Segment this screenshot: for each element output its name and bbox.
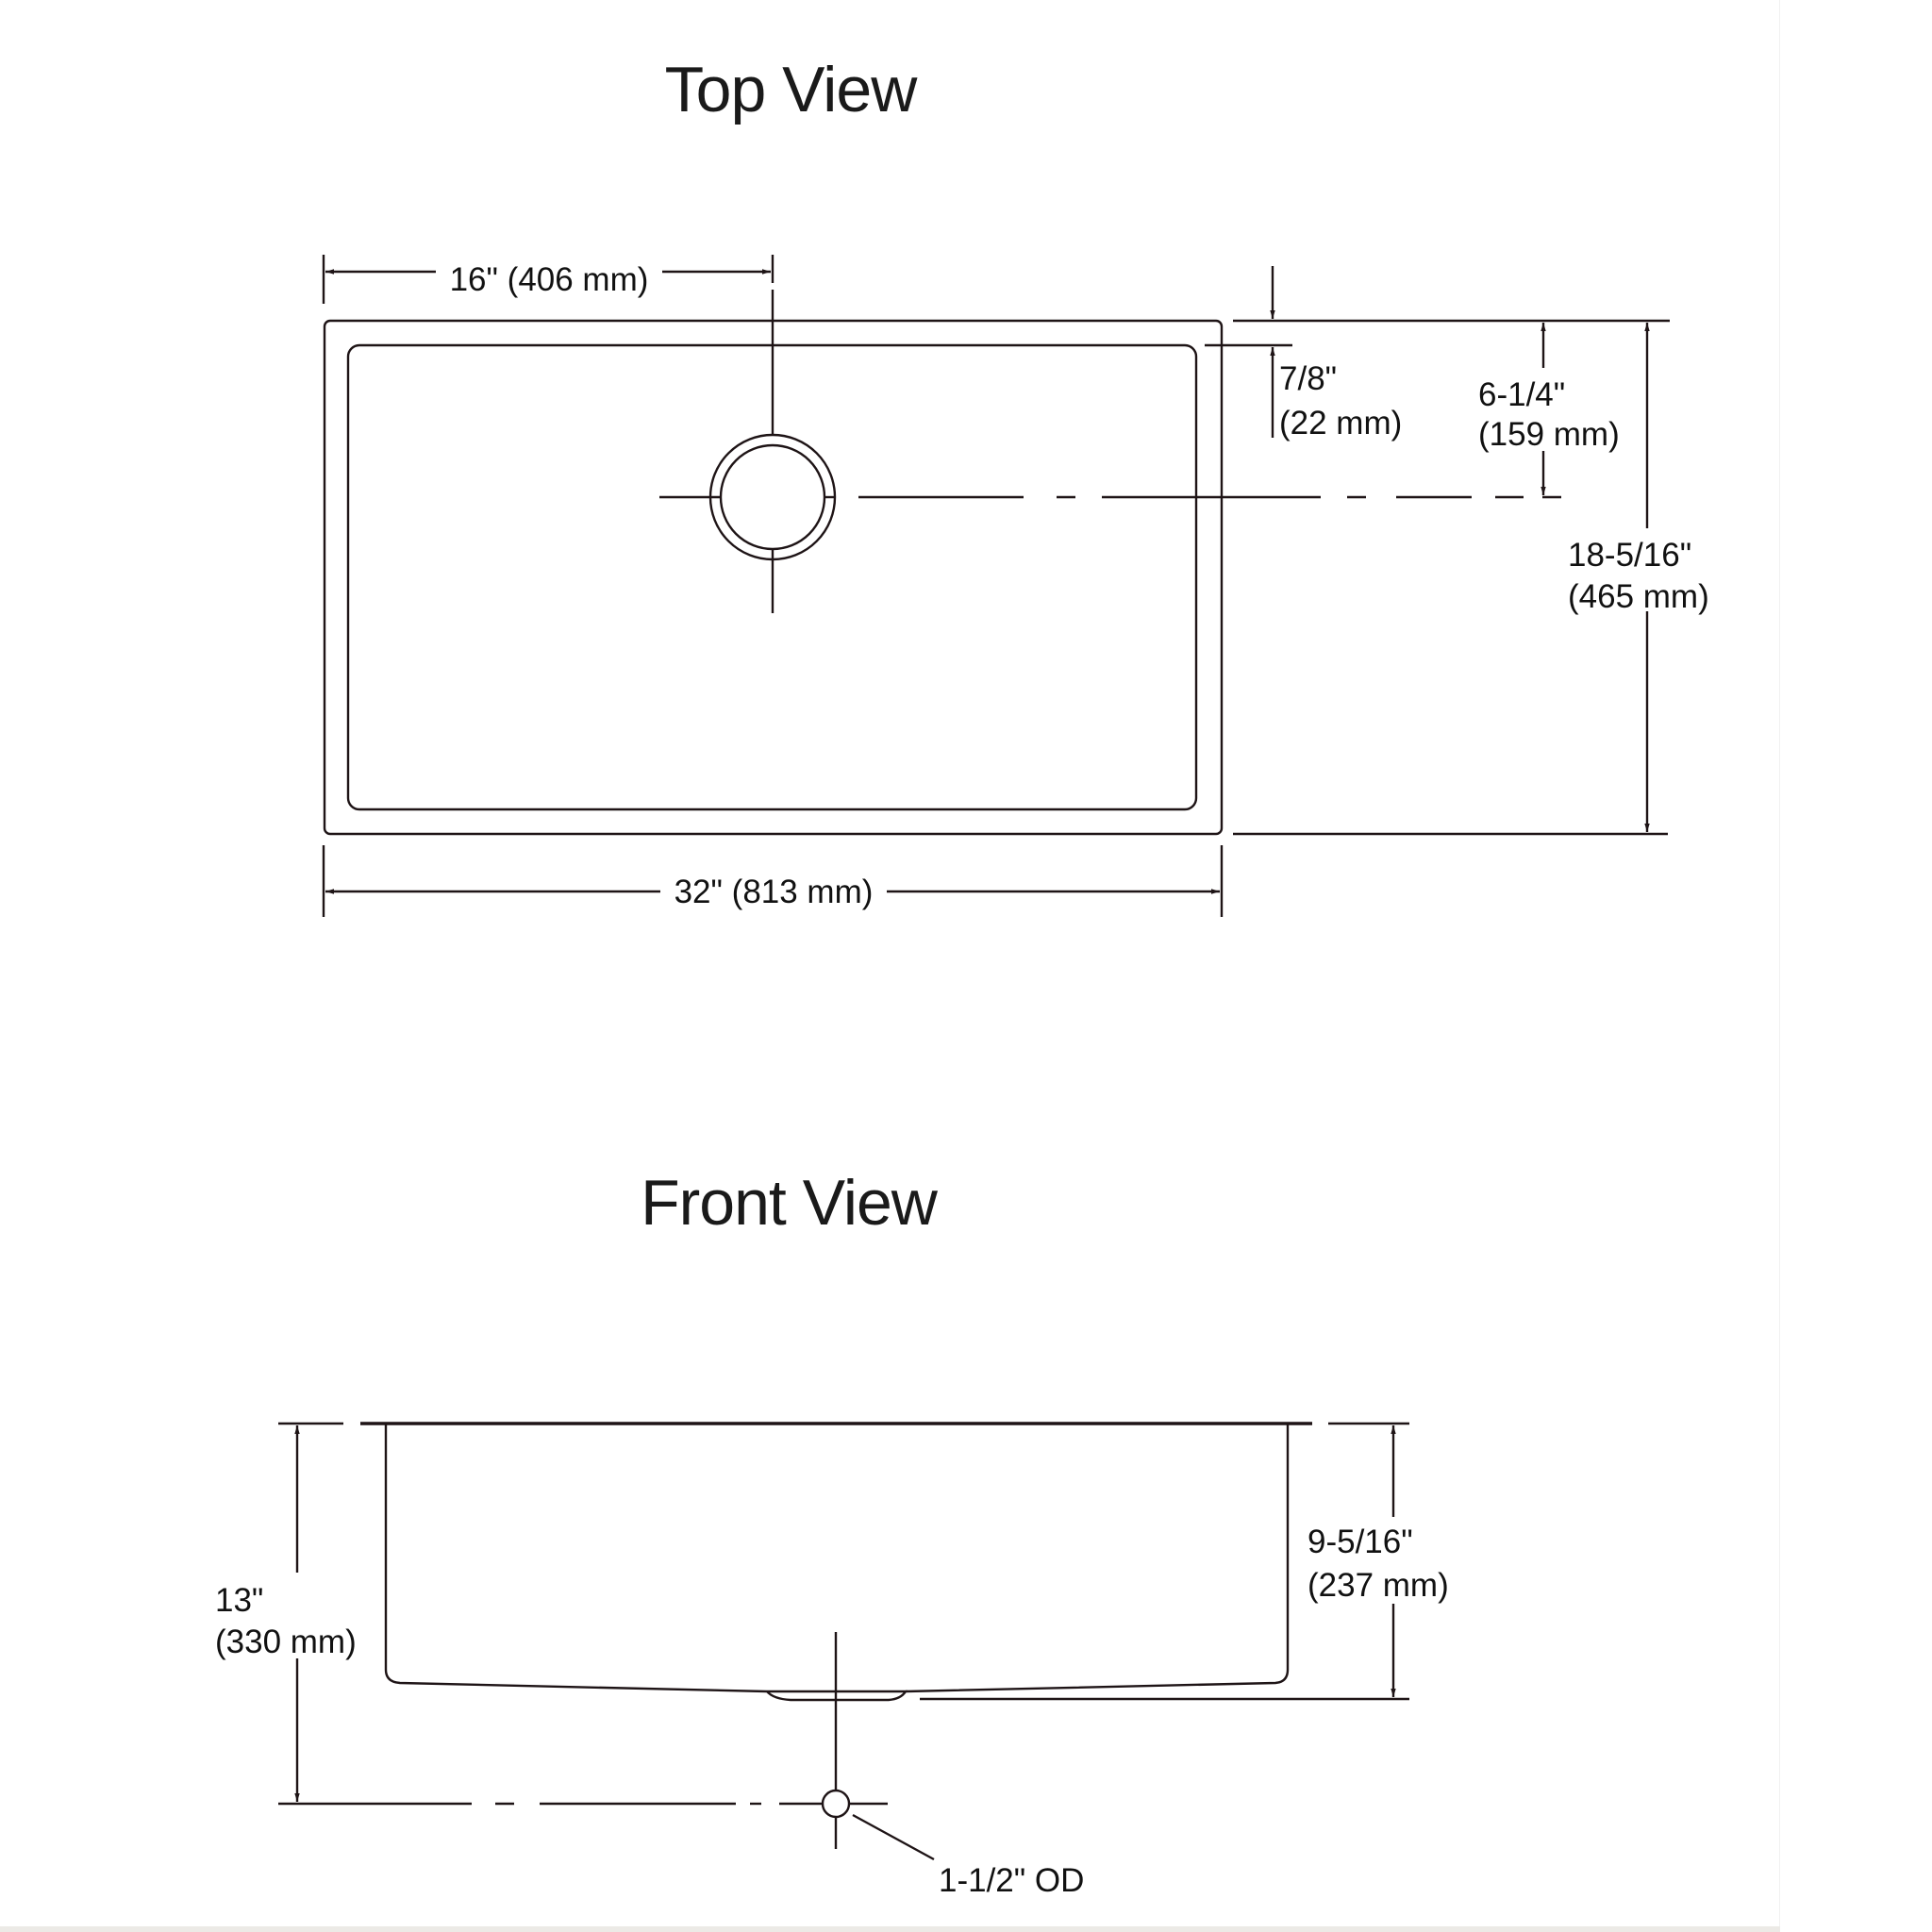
front-view-title: Front View bbox=[641, 1167, 939, 1239]
label-bowl-depth-line1: 9-5/16" bbox=[1307, 1524, 1413, 1560]
front-view: Front View 1-1/2" OD bbox=[215, 1167, 1449, 1899]
label-drain-offset-y-line2: (159 mm) bbox=[1478, 416, 1620, 453]
dimension-flange-width: 7/8" (22 mm) bbox=[1270, 266, 1402, 441]
label-drain-od: 1-1/2" OD bbox=[939, 1862, 1084, 1899]
label-overall-width: 32" (813 mm) bbox=[675, 874, 874, 910]
label-overall-depth-line1: 18-5/16" bbox=[1568, 537, 1691, 574]
label-drain-offset-x: 16" (406 mm) bbox=[450, 261, 649, 298]
drain-tailpiece: 1-1/2" OD bbox=[821, 1632, 1084, 1899]
dimension-overall-width: 32" (813 mm) bbox=[322, 845, 1224, 917]
top-view: Top View 16" (406 mm) bbox=[322, 54, 1709, 917]
dimension-drain-offset-x: 16" (406 mm) bbox=[322, 255, 774, 304]
page-margin-right bbox=[1779, 0, 1932, 1932]
dimension-bowl-depth: 9-5/16" (237 mm) bbox=[1307, 1425, 1449, 1697]
label-overall-height-line1: 13" bbox=[215, 1582, 263, 1619]
dimension-drain-offset-y: 6-1/4" (159 mm) bbox=[1478, 323, 1620, 495]
dimension-overall-height: 13" (330 mm) bbox=[215, 1425, 357, 1802]
label-bowl-depth-line2: (237 mm) bbox=[1307, 1567, 1449, 1604]
page-margin-bottom bbox=[0, 1926, 1780, 1932]
label-drain-offset-y-line1: 6-1/4" bbox=[1478, 376, 1565, 413]
label-flange-width-line1: 7/8" bbox=[1279, 360, 1337, 397]
drain-outlet bbox=[766, 1690, 908, 1702]
label-flange-width-line2: (22 mm) bbox=[1279, 405, 1402, 441]
label-overall-height-line2: (330 mm) bbox=[215, 1624, 357, 1660]
dimension-overall-depth: 18-5/16" (465 mm) bbox=[1568, 323, 1709, 832]
sink-bowl-profile bbox=[384, 1424, 1290, 1693]
drain-icon bbox=[659, 290, 1561, 613]
top-view-title: Top View bbox=[665, 54, 919, 125]
label-overall-depth-line2: (465 mm) bbox=[1568, 578, 1709, 615]
